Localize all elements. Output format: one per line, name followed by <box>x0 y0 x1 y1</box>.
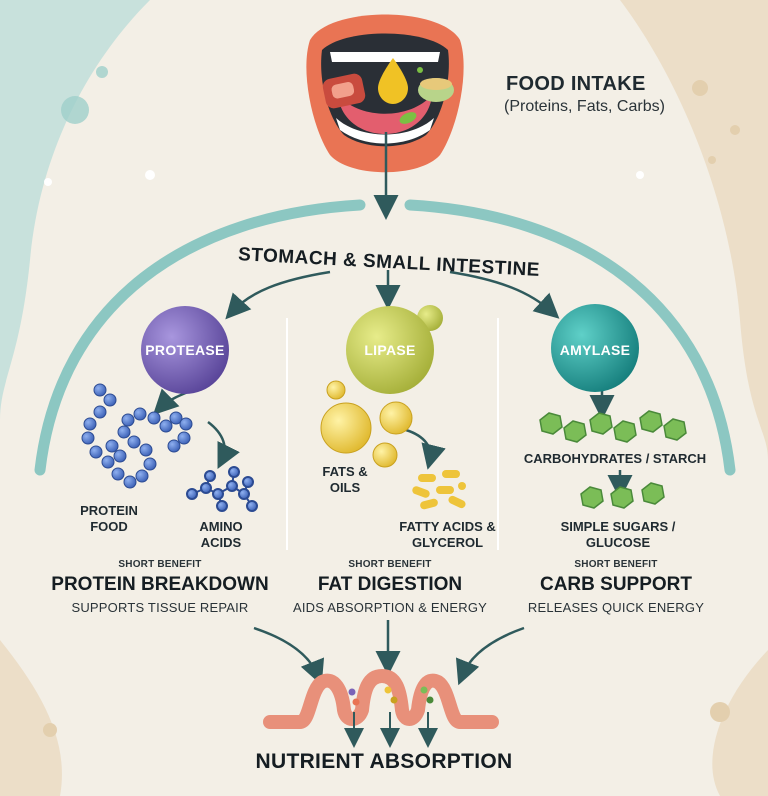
protein-chain-icon <box>81 383 193 489</box>
food-intake-title: FOOD INTAKE <box>506 73 646 95</box>
mouth-illustration <box>306 14 464 173</box>
lipase-enzyme <box>346 305 443 394</box>
flow-arrows <box>152 132 633 686</box>
benefit-fat-digestion: FAT DIGESTION <box>317 574 463 595</box>
protease-label: PROTEASE <box>145 342 225 358</box>
starch-chain-icon <box>539 410 687 443</box>
detail-quick-energy: RELEASES QUICK ENERGY <box>527 600 705 615</box>
fat-droplets-icon <box>320 380 413 468</box>
amino-acids-icon <box>186 466 258 512</box>
villi-illustration <box>263 669 499 748</box>
food-intake-subtitle: (Proteins, Fats, Carbs) <box>504 98 665 115</box>
fatty-acids-label: FATTY ACIDS & GLYCEROL <box>399 519 496 550</box>
stomach-arc <box>34 199 736 476</box>
benefit-carb-support: CARB SUPPORT <box>539 574 692 595</box>
protein-food-label: PROTEIN FOOD <box>80 503 138 534</box>
simple-sugars-icon <box>580 482 665 509</box>
fatty-acids-icon <box>412 470 466 510</box>
detail-tissue-repair: SUPPORTS TISSUE REPAIR <box>71 600 249 615</box>
detail-absorption-energy: AIDS ABSORPTION & ENERGY <box>292 600 488 615</box>
amylase-label: AMYLASE <box>559 342 631 358</box>
amino-acids-label: AMINO ACIDS <box>199 519 243 550</box>
protease-enzyme <box>141 306 229 394</box>
short-benefit-fat: SHORT BENEFIT <box>348 559 432 570</box>
amylase-enzyme <box>551 304 639 392</box>
fats-oils-label: FATS & OILS <box>322 464 368 495</box>
short-benefit-carb: SHORT BENEFIT <box>574 559 658 570</box>
benefit-protein-breakdown: PROTEIN BREAKDOWN <box>51 574 269 595</box>
lipase-label: LIPASE <box>364 342 416 358</box>
short-benefit-protein: SHORT BENEFIT <box>118 559 202 570</box>
nutrient-absorption-title: NUTRIENT ABSORPTION <box>255 750 513 773</box>
simple-sugars-label: SIMPLE SUGARS / GLUCOSE <box>560 519 676 550</box>
carbohydrates-label: CARBOHYDRATES / STARCH <box>523 451 707 466</box>
